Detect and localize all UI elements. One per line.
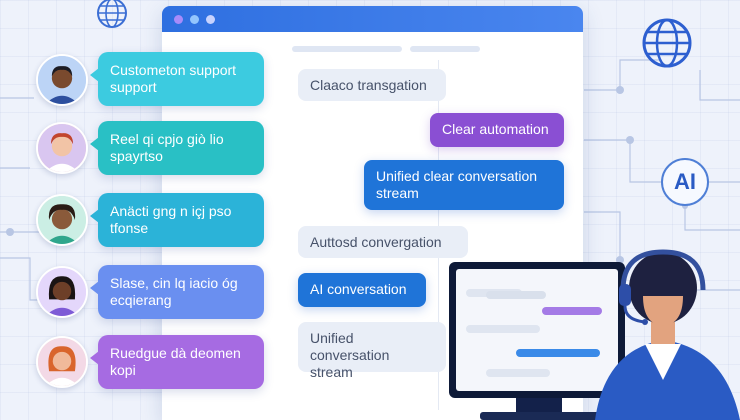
window-titlebar: [162, 6, 583, 32]
monitor-stand-base: [480, 412, 600, 420]
stream-message[interactable]: Auttosd convergation: [298, 226, 468, 258]
placeholder-bar: [410, 46, 480, 52]
monitor-screen: [456, 269, 618, 391]
customer-avatar: [36, 122, 88, 174]
ai-badge: AI: [661, 158, 709, 206]
customer-message[interactable]: Slase, cin lq iacio óg ecqierang: [90, 265, 264, 319]
support-agent: [595, 249, 740, 420]
stream-message[interactable]: Unified clear conversation stream: [364, 160, 564, 210]
customer-message[interactable]: Anäcti gng n içj pso tfonse: [90, 193, 264, 247]
screen-line: [516, 349, 600, 357]
window-dot-icon[interactable]: [174, 14, 183, 24]
window-dot-icon[interactable]: [206, 14, 215, 24]
agent-monitor: [449, 262, 625, 398]
screen-line: [486, 291, 546, 299]
stream-message[interactable]: Clear automation: [430, 113, 564, 147]
stream-message[interactable]: AI conversation: [298, 273, 426, 307]
customer-avatar: [36, 336, 88, 388]
screen-line: [542, 307, 602, 315]
customer-avatar: [36, 194, 88, 246]
window-dot-icon[interactable]: [190, 14, 199, 24]
customer-message[interactable]: Reel qi cpjo giò lio spayrtso: [90, 121, 264, 175]
stream-message[interactable]: Claaco transgation: [298, 69, 446, 101]
screen-line: [466, 325, 540, 333]
customer-avatar: [36, 266, 88, 318]
globe-icon: [97, 0, 127, 28]
customer-avatar: [36, 54, 88, 106]
stream-message[interactable]: Unified conversation stream: [298, 322, 446, 380]
globe-icon: [642, 18, 692, 68]
customer-message[interactable]: Custometon support support: [90, 52, 264, 106]
placeholder-bar: [292, 46, 402, 52]
customer-message[interactable]: Ruedgue dà deomen kopi: [90, 335, 264, 389]
screen-line: [486, 369, 550, 377]
